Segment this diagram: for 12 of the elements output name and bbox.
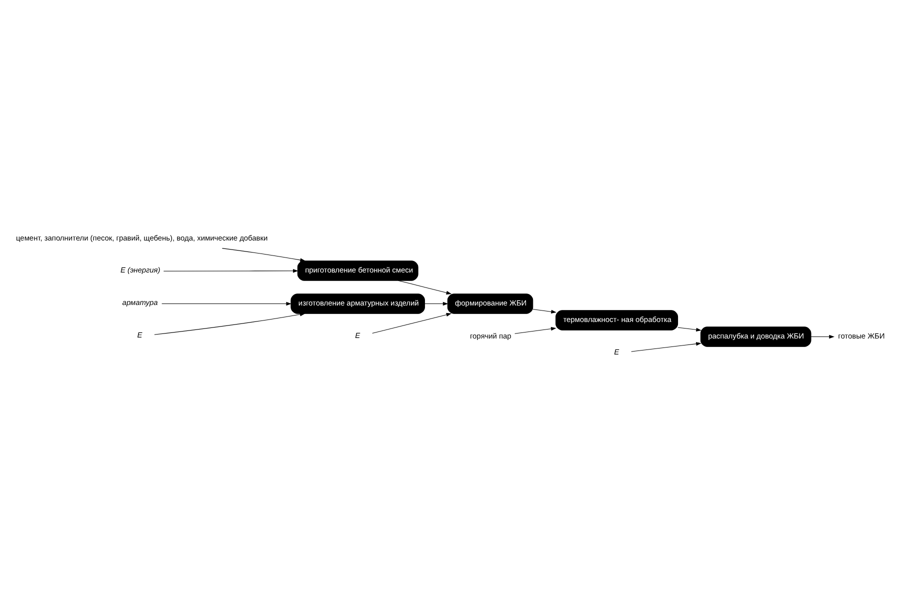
arrow (163, 268, 298, 273)
arrow (162, 302, 292, 306)
arrow (678, 327, 702, 332)
arrow (398, 280, 452, 295)
arrow (154, 312, 306, 335)
arrow (372, 312, 452, 334)
arrow (424, 302, 448, 306)
arrow (810, 334, 834, 339)
arrow (222, 248, 306, 262)
arrow (514, 326, 556, 334)
arrow (532, 309, 556, 314)
arrow (631, 342, 702, 352)
